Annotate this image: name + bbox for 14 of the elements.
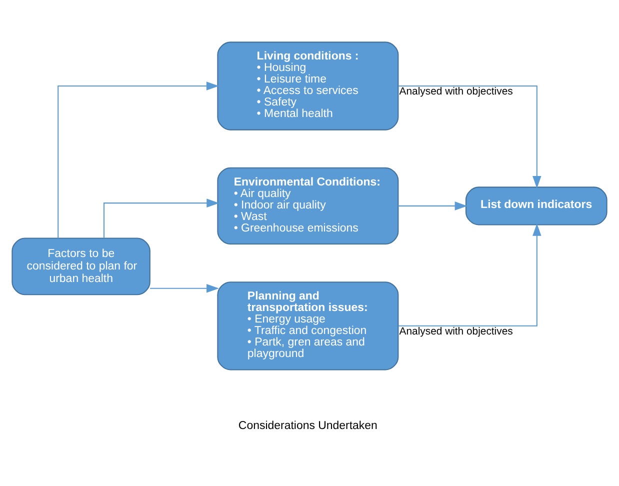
node-box: Environmental Conditions: • Air quality • Indoor air quality • Wast • Greenhouse emissions <box>217 166 399 244</box>
arrow <box>398 201 468 210</box>
node-box: Planning and transportation issues: • Energy usage • Traffic and congestion • Partk, gren areas and playground <box>217 281 399 370</box>
node-box: Factors to be considered to plan for urban health <box>12 237 150 295</box>
node-box: List down indicators <box>465 186 608 225</box>
arrow <box>103 198 220 238</box>
edge-label: Analysed with objectives <box>399 86 513 97</box>
arrow <box>150 283 220 292</box>
arrow <box>398 84 542 188</box>
arrow <box>58 81 219 238</box>
arrow <box>398 222 542 326</box>
label: Considerations Undertaken <box>238 419 378 432</box>
edge-label: Analysed with objectives <box>399 326 513 337</box>
node-box: Living conditions : • Housing • Leisure time • Access to services • Safety • Mental health <box>217 41 399 130</box>
